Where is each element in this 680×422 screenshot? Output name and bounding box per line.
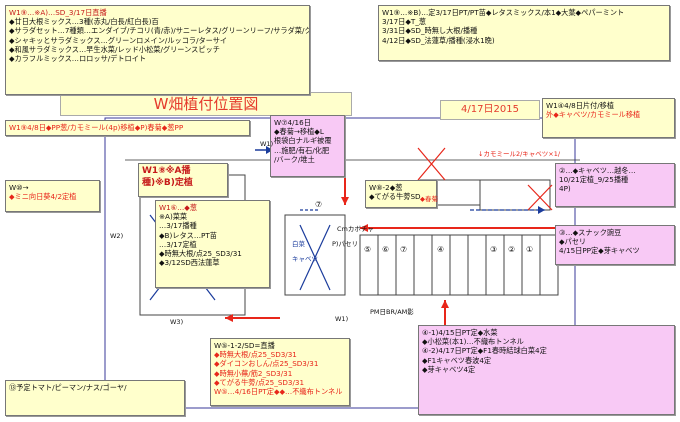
note-mid: W1⑥…◆葱 ※A)菜菜 …3/17播種 ◆B)レタス…PT苗 …3/17定植 … — [155, 200, 270, 288]
note-line: 4/15日PP定◆芽キャベツ — [559, 246, 640, 256]
note-left-small: W⑩→ ◆ミニ向日葵4/2定植 — [5, 180, 100, 212]
note-line: ◆和風サラダミックス…早生水菜/レッド小松菜/グリーンスピッチ — [9, 44, 220, 54]
note-line: ◆3/12SD西法蓮草 — [159, 258, 220, 268]
note-head: ②…◆キャベツ…越冬… — [559, 166, 636, 175]
note-line: ◆芽キャベツ4定 — [422, 364, 476, 374]
note-line: ◆シャキッとサラダミックス…グリーンロメイン/ルッコラ/ターサイ — [9, 35, 228, 45]
note-line: ◆時無大根/点25_SD3/31 — [214, 350, 297, 360]
bed-number: ⑦ — [400, 245, 408, 254]
note-head: W1④4/8日片付/移植 — [546, 101, 615, 110]
label-bed7b: キャベツ — [292, 255, 318, 263]
label-w2: W2) — [110, 232, 124, 240]
note-line: 4P) — [559, 184, 571, 194]
note-line: 外◆キャベツ/カモミール移植 — [546, 110, 641, 120]
note-head: W⑤-1-2/SD=直播 — [214, 341, 275, 350]
note-line: ◆ミニ向日葵4/2定植 — [9, 192, 77, 202]
note-center: W⑦4/16日 ◆春菊→移植◆L 根袋白ナルギ被覆 …施肥/有石/化肥 /バーク… — [270, 115, 345, 177]
note-line: ◆カラフルミックス…ロロッサ/デトロイト — [9, 54, 147, 64]
bed-number: ⑤ — [364, 245, 372, 254]
note-line: ◆パセリ — [559, 237, 587, 247]
note-bottom-left: ⑬予定トマト/ピーマン/ナス/ゴーヤ/ — [5, 380, 185, 416]
note-line: /バーク/堆土 — [274, 154, 315, 164]
note-head: W1⑨…※B)…定3/17日PT/PT苗◆レタスミックス/本1◆大葉◆ペパーミン… — [382, 8, 625, 17]
note-line: ◆時無小蕪/筋2_SD3/31 — [214, 368, 293, 378]
note-line: ◆時無大根/点25_SD3/31 — [159, 249, 242, 259]
note-line: 4/12日◆SD_法蓮草/播種(浸水1晩) — [382, 35, 495, 45]
label-right: ↓カモミール2/キャベツ×1/ — [478, 150, 561, 158]
note-line: 種)※B)定植 — [142, 177, 193, 188]
bed-number: ④ — [437, 245, 445, 254]
note-line: ⑬予定トマト/ピーマン/ナス/ゴーヤ/ — [9, 383, 127, 392]
note-line: …3/17定植 — [159, 239, 197, 249]
note-head: W1⑥…◆葱 — [159, 203, 198, 212]
note-line: ◆サラダセット…7種類…エンダイブ/チコリ(青/赤)/サニーレタス/グリーンリー… — [9, 26, 310, 36]
note-line: 根袋白ナルギ被覆 — [274, 136, 332, 146]
note-left-mid: W1⑨4/8日◆PP葱/カモミール(4p)移植◆P)春菊◆葱PP — [5, 120, 250, 136]
label-bed7a: 白菜 — [292, 240, 305, 248]
note-bottom-mid: W⑤-1-2/SD=直播 ◆時無大根/点25_SD3/31 ◆ダイコンおしん/点… — [210, 338, 350, 406]
note-line: ◆B)レタス…PT苗 — [159, 230, 217, 240]
note-line: ◆小松菜(本1)…不織布トンネル — [422, 337, 524, 347]
note-right-3: ③…◆スナック豌豆 ◆パセリ 4/15日PP定◆芽キャベツ — [555, 225, 675, 265]
bed-number: ① — [526, 245, 534, 254]
note-line: ※A)菜菜 — [159, 212, 188, 222]
label-w1: W1) — [260, 140, 274, 148]
note-line: 10/21定植_9/25播種 — [559, 175, 629, 185]
bed-number: ③ — [490, 245, 498, 254]
note-head: W⑩→ — [9, 183, 29, 192]
note-left-plot: W1⑧※A播 種)※B)定植 — [138, 163, 228, 197]
label-w1b: W1) — [335, 315, 349, 323]
note-head: ③…◆スナック豌豆 — [559, 228, 622, 237]
note-line: ◆ダイコンおしん/点25_SD3/31 — [214, 359, 319, 369]
note-line: 3/31日◆SD_時無し大根/播種 — [382, 26, 478, 36]
note-line: ④-2)4/17日PT定◆F1春時結球白菜4定 — [422, 346, 547, 356]
bed-strips — [359, 179, 559, 296]
note-right-2: ②…◆キャベツ…越冬… 10/21定植_9/25播種 4P) — [555, 163, 675, 207]
note-bottom-right: ④-1)4/15日PT定◆水菜 ◆小松菜(本1)…不織布トンネル ④-2)4/1… — [418, 325, 675, 415]
bed-number: ⑥ — [382, 245, 390, 254]
note-line: 3/17日◆T_葱 — [382, 17, 427, 27]
label-pm: PM日BR/AM影 — [370, 308, 414, 316]
note-head: W⑦4/16日 — [274, 118, 311, 127]
note-line: ◆F1キャベツ春波4定 — [422, 355, 492, 365]
page-title: W畑植付位置図 — [60, 92, 352, 116]
note-head: W1⑨…※A)…SD_3/17日直播 — [9, 8, 107, 17]
bed-number: ⑦ — [315, 200, 323, 209]
note-sd: W⑧-2◆葱 ◆てがる牛蒡SD — [365, 180, 437, 208]
note-right-mid: W1④4/8日片付/移植 外◆キャベツ/カモミール移植 — [542, 98, 675, 138]
label-w3: W3) — [170, 318, 184, 326]
note-head: W1⑧※A播 — [142, 166, 191, 176]
note-head: W1⑨4/8日◆PP葱/カモミール(4p)移植◆P)春菊◆葱PP — [9, 123, 184, 132]
label-kabocha: Cmカボチャ — [337, 225, 374, 233]
note-line: ◆廿日大根ミックス…3種(赤丸/白長/紅白長)百 — [9, 17, 159, 27]
label-haruna: ◆春菊 — [420, 195, 438, 203]
note-top-right: W1⑨…※B)…定3/17日PT/PT苗◆レタスミックス/本1◆大葉◆ペパーミン… — [378, 5, 670, 61]
bed-number: ② — [508, 245, 516, 254]
note-line: ◆てがる牛蒡/点25_SD3/31 — [214, 377, 305, 387]
note-line: W⑤…4/16日PT定◆◆…不織布トンネル — [214, 387, 343, 397]
note-head: ④-1)4/15日PT定◆水菜 — [422, 328, 498, 337]
note-line: …3/17播種 — [159, 221, 197, 231]
label-parsley: P)パセリ — [332, 240, 358, 248]
note-line: ◆春菊→移植◆L — [274, 127, 324, 137]
note-top-left: W1⑨…※A)…SD_3/17日直播 ◆廿日大根ミックス…3種(赤丸/白長/紅白… — [5, 5, 310, 95]
note-line: …施肥/有石/化肥 — [274, 145, 330, 155]
note-line: W⑧-2◆葱 — [369, 183, 403, 192]
date-label: 4/17日2015 — [440, 100, 540, 120]
plot-w7 — [284, 214, 346, 296]
note-line: ◆てがる牛蒡SD — [369, 192, 421, 202]
